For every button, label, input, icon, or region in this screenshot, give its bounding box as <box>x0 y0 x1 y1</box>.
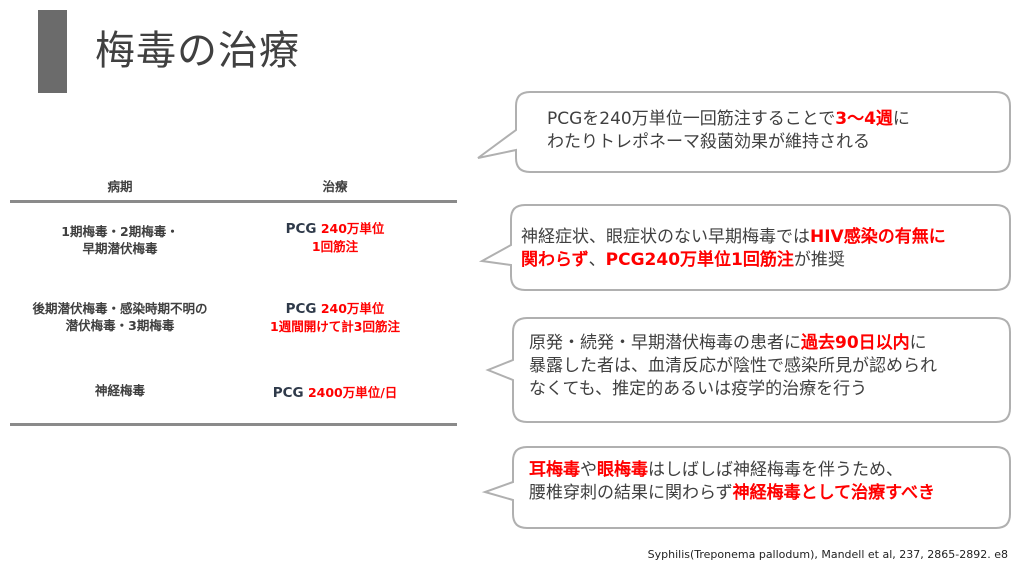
header-treatment: 治療 <box>322 179 348 194</box>
callout-bubble-4 <box>481 446 1011 529</box>
header-stage: 病期 <box>107 179 133 194</box>
callout-text-4: 耳梅毒や眼梅毒はしばしば神経梅毒を伴うため、 腰椎穿刺の結果に関わらず神経梅毒と… <box>529 460 935 503</box>
page-title: 梅毒の治療 <box>95 28 300 74</box>
table-row-2-treatment: PCG 240万単位 1週間開けて計3回筋注 <box>270 301 400 334</box>
callout-bubble-2 <box>478 204 1011 291</box>
title-accent-bar <box>38 10 67 93</box>
table-row-2-stage: 後期潜伏梅毒・感染時期不明の 潜伏梅毒・3期梅毒 <box>32 301 208 333</box>
reference-citation: Syphilis(Treponema pallodum), Mandell et… <box>647 548 1008 561</box>
table-row-1-treatment: PCG 240万単位 1回筋注 <box>285 221 385 254</box>
callout-bubble-1 <box>477 91 1011 173</box>
callout-text-1: PCGを240万単位一回筋注することで3〜4週に わたりトレポネーマ殺菌効果が維… <box>547 109 910 152</box>
callout-bubble-3 <box>485 317 1011 423</box>
table-bottom-divider <box>10 423 457 426</box>
table-row-3-stage: 神経梅毒 <box>94 383 145 398</box>
callout-text-2: 神経症状、眼症状のない早期梅毒ではHIV感染の有無に 関わらず、PCG240万単… <box>521 227 946 270</box>
table-row-1-stage: 1期梅毒・2期梅毒・ 早期潜伏梅毒 <box>61 224 179 256</box>
table-header-divider <box>10 200 457 203</box>
table-row-3-treatment: PCG 2400万単位/日 <box>272 385 398 401</box>
callout-text-3: 原発・続発・早期潜伏梅毒の患者に過去90日以内に 暴露した者は、血清反応が陰性で… <box>529 333 937 399</box>
